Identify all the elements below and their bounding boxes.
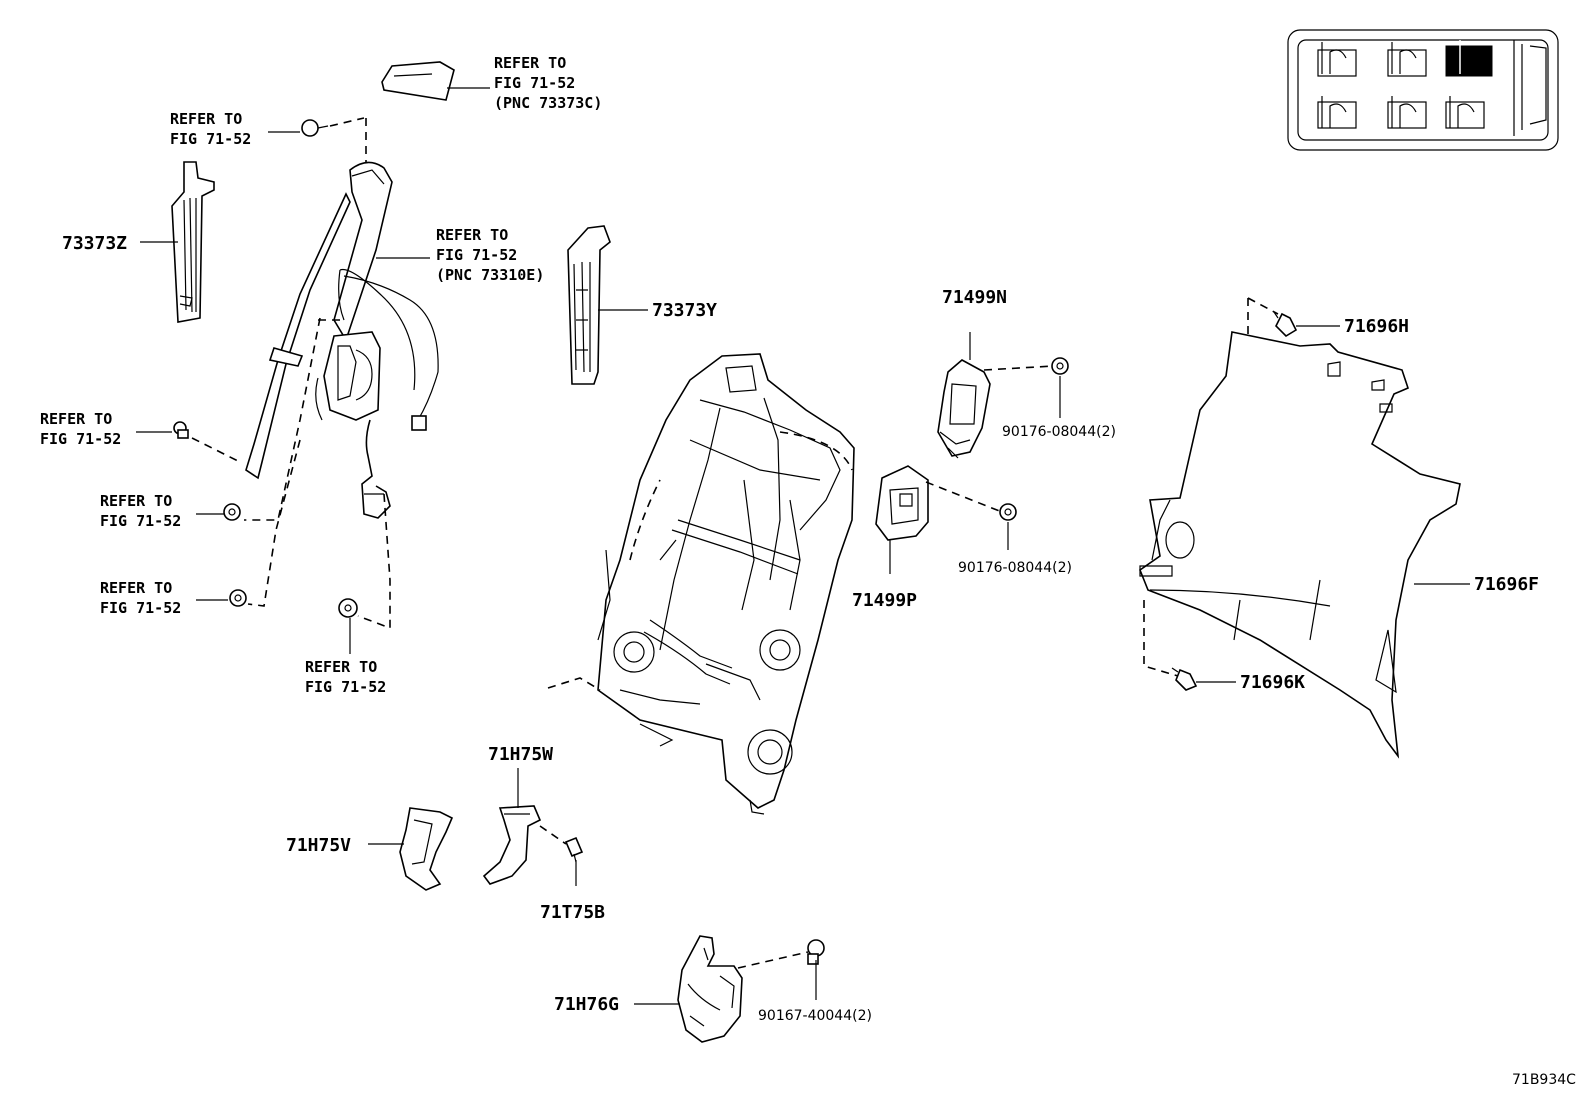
part-label-71t75b: 71T75B bbox=[540, 902, 605, 923]
refer-label-3: REFER TO FIG 71-52 (PNC 73310E) bbox=[436, 226, 544, 284]
nut-icon-3[interactable] bbox=[338, 598, 358, 618]
bolt-icon-left[interactable] bbox=[173, 421, 189, 439]
part-label-71h75v: 71H75V bbox=[286, 835, 351, 856]
locator-seat-side bbox=[1513, 40, 1547, 136]
belt-guide-cap-part[interactable] bbox=[381, 61, 455, 101]
part-label-71696h: 71696H bbox=[1344, 316, 1409, 337]
nut-icon-90176-a[interactable] bbox=[1051, 357, 1069, 375]
recliner-cover-71h75w[interactable] bbox=[482, 805, 542, 885]
part-label-90167-40044: 90167-40044(2) bbox=[758, 1008, 872, 1024]
nut-icon-90176-b[interactable] bbox=[999, 503, 1017, 521]
seat-belt-retractor-assembly[interactable] bbox=[245, 161, 439, 519]
part-label-90176-08044-b: 90176-08044(2) bbox=[958, 560, 1072, 576]
recliner-cover-71h76g[interactable] bbox=[677, 935, 743, 1043]
part-label-71499p: 71499P bbox=[852, 590, 917, 611]
seatback-trim-panel-73373z[interactable] bbox=[171, 161, 215, 323]
nut-icon-2[interactable] bbox=[229, 589, 247, 607]
part-label-73373y: 73373Y bbox=[652, 300, 717, 321]
seatback-trim-panel-73373y[interactable] bbox=[567, 225, 611, 385]
refer-label-4: REFER TO FIG 71-52 bbox=[40, 410, 121, 448]
seat-module-bracket-71499p[interactable] bbox=[875, 465, 929, 541]
bolt-icon-90167[interactable] bbox=[807, 939, 825, 965]
locator-seat-highlighted bbox=[1445, 40, 1493, 77]
diagram-code: 71B934C bbox=[1512, 1072, 1576, 1088]
screw-icon-71t75b[interactable] bbox=[564, 836, 584, 863]
bolt-icon-top[interactable] bbox=[301, 119, 329, 137]
part-label-73373z: 73373Z bbox=[62, 233, 127, 254]
refer-label-2: REFER TO FIG 71-52 bbox=[170, 110, 251, 148]
seat-module-bracket-71499n[interactable] bbox=[937, 359, 991, 459]
seatback-frame-assembly[interactable] bbox=[547, 353, 855, 815]
refer-label-5: REFER TO FIG 71-52 bbox=[100, 492, 181, 530]
nut-icon-1[interactable] bbox=[223, 503, 241, 521]
refer-label-6: REFER TO FIG 71-52 bbox=[100, 579, 181, 617]
part-label-71499n: 71499N bbox=[942, 287, 1007, 308]
locator-seat-4 bbox=[1317, 96, 1357, 129]
locator-seat-1 bbox=[1317, 42, 1357, 77]
seatback-board-71696f[interactable] bbox=[1139, 331, 1461, 759]
part-label-71696f: 71696F bbox=[1474, 574, 1539, 595]
part-label-71696k: 71696K bbox=[1240, 672, 1305, 693]
part-label-90176-08044-a: 90176-08044(2) bbox=[1002, 424, 1116, 440]
locator-seat-5 bbox=[1387, 96, 1427, 129]
part-label-71h75w: 71H75W bbox=[488, 744, 553, 765]
refer-label-7: REFER TO FIG 71-52 bbox=[305, 658, 386, 696]
recliner-cover-71h75v[interactable] bbox=[399, 807, 454, 891]
locator-seat-6 bbox=[1445, 96, 1485, 129]
clip-icon-71696h[interactable] bbox=[1273, 311, 1298, 338]
locator-seat-2 bbox=[1387, 42, 1427, 77]
seat-locator-inset bbox=[1287, 29, 1559, 151]
clip-icon-71696k[interactable] bbox=[1171, 667, 1198, 691]
part-label-71h76g: 71H76G bbox=[554, 994, 619, 1015]
refer-label-1: REFER TO FIG 71-52 (PNC 73373C) bbox=[494, 54, 602, 112]
